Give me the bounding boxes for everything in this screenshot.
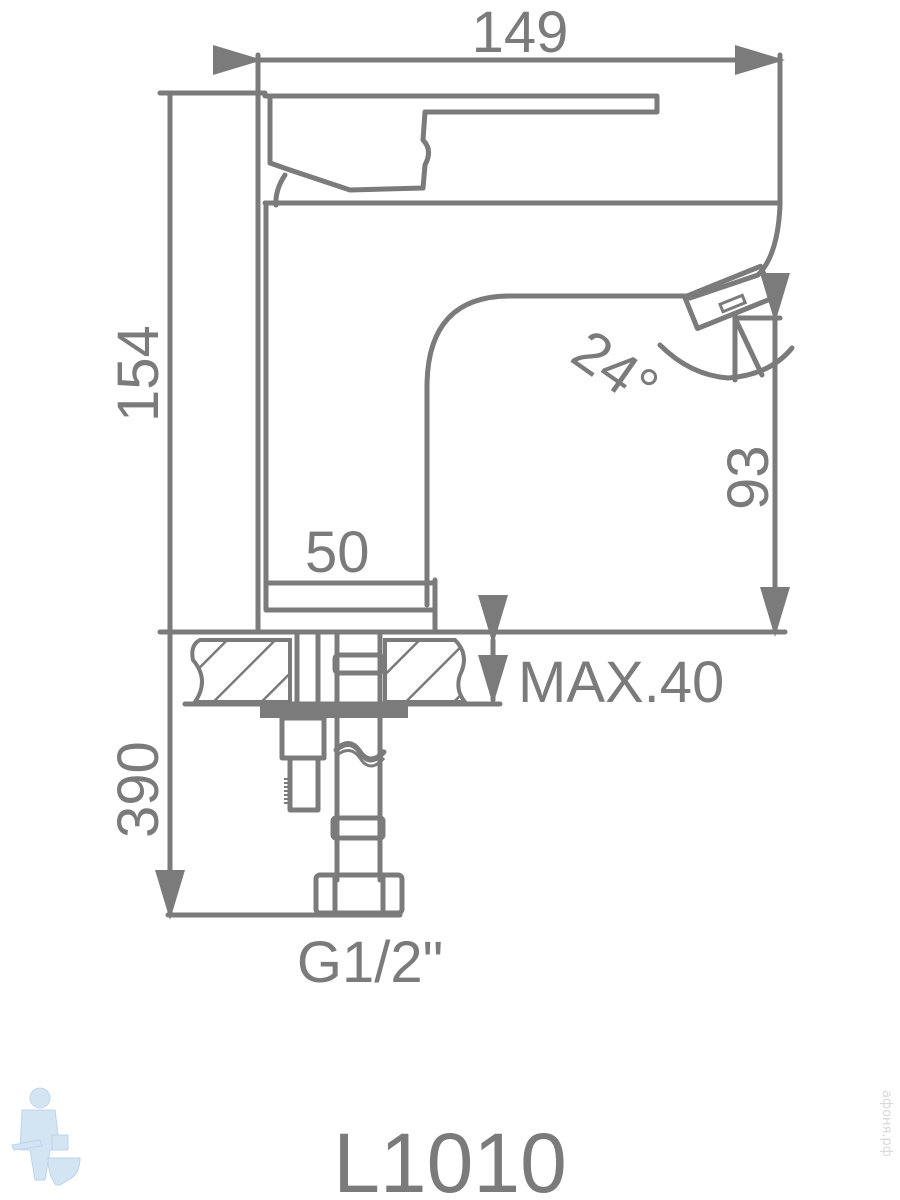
model-number: L1010 xyxy=(333,1116,567,1200)
base-width-label: 50 xyxy=(305,520,370,585)
angle-label: 24° xyxy=(561,317,670,421)
mounting-hardware xyxy=(260,704,408,813)
watermark: афоня.рф xyxy=(879,1090,894,1157)
countertop-section xyxy=(157,595,788,707)
plumber-logo xyxy=(11,1087,81,1186)
height-label: 154 xyxy=(106,325,171,422)
hose-length-dimension xyxy=(155,629,403,920)
supply-hose xyxy=(313,632,405,916)
height-dimension xyxy=(157,90,268,635)
spout-height-label: 93 xyxy=(716,445,781,510)
connection-label: G1/2" xyxy=(297,930,443,995)
faucet-body xyxy=(262,200,783,635)
width-label: 149 xyxy=(472,0,569,65)
counter-max-label: MAX.40 xyxy=(518,650,724,715)
width-dimension xyxy=(213,45,785,635)
handle-lever xyxy=(262,93,660,193)
angle-indicator xyxy=(657,312,795,383)
hose-length-label: 390 xyxy=(106,741,171,838)
